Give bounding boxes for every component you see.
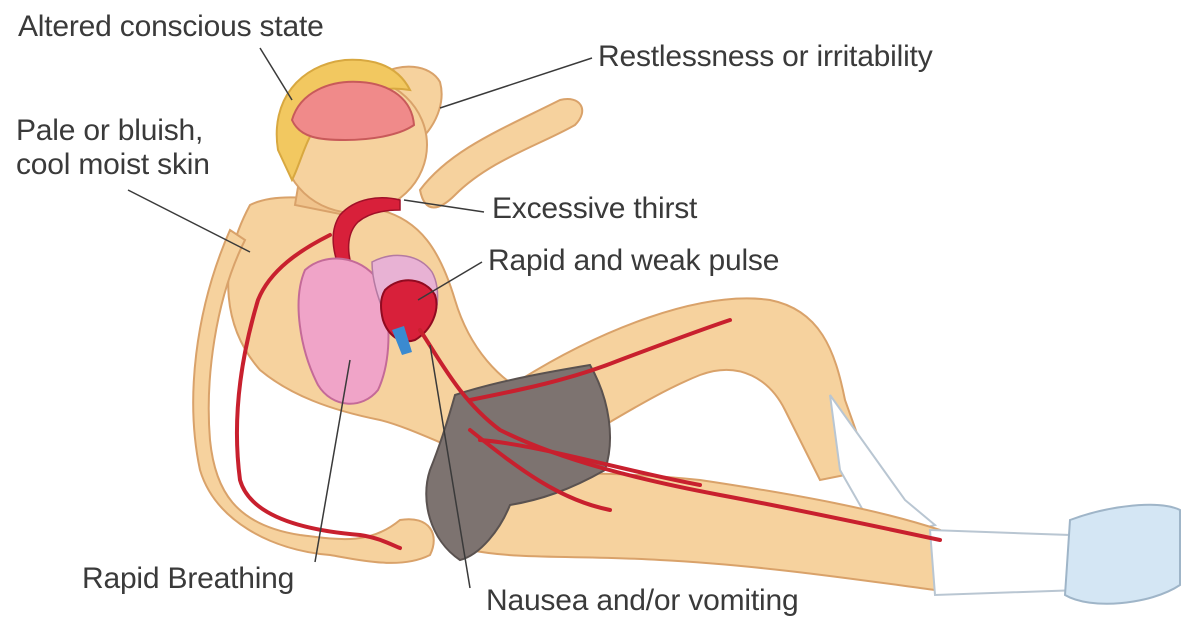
label-altered-conscious-state-text: Altered conscious state: [18, 10, 324, 44]
label-skin-line2: cool moist skin: [16, 148, 210, 182]
leader-skin: [128, 190, 250, 252]
label-excessive-thirst: Excessive thirst: [492, 192, 697, 226]
label-skin-line1: Pale or bluish,: [16, 114, 210, 148]
front-sock: [930, 530, 1080, 595]
label-restlessness: Restlessness or irritability: [598, 40, 933, 74]
label-rapid-weak-pulse: Rapid and weak pulse: [488, 244, 779, 278]
leader-altered-conscious-state: [260, 48, 292, 100]
label-rapid-breathing: Rapid Breathing: [82, 562, 294, 596]
label-rapid-breathing-text: Rapid Breathing: [82, 562, 294, 596]
shoe: [1065, 505, 1180, 604]
label-altered-conscious-state: Altered conscious state: [18, 10, 324, 44]
label-skin: Pale or bluish, cool moist skin: [16, 114, 210, 182]
label-nausea-text: Nausea and/or vomiting: [486, 584, 798, 618]
label-nausea: Nausea and/or vomiting: [486, 584, 798, 618]
label-restlessness-text: Restlessness or irritability: [598, 40, 933, 74]
label-rapid-weak-pulse-text: Rapid and weak pulse: [488, 244, 779, 278]
label-excessive-thirst-text: Excessive thirst: [492, 192, 697, 226]
